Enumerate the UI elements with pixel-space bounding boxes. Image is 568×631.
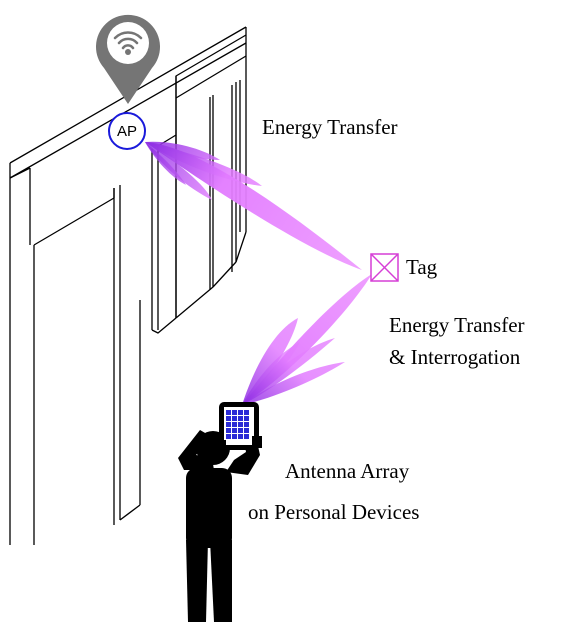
antenna-array-label-line1: Antenna Array <box>285 459 410 483</box>
device-to-tag-beam <box>242 274 372 405</box>
energy-interrogation-label-line2: & Interrogation <box>389 345 521 369</box>
access-point: AP <box>108 112 146 150</box>
personal-device-icon <box>217 402 262 452</box>
ap-to-tag-beam <box>145 141 362 270</box>
person-icon <box>178 428 260 622</box>
ap-label: AP <box>117 123 137 140</box>
antenna-array-label-line2: on Personal Devices <box>248 500 420 524</box>
building-walls <box>9 26 247 545</box>
energy-transfer-label: Energy Transfer <box>262 115 398 139</box>
tag-icon <box>370 253 399 282</box>
wifi-pin-icon <box>96 14 160 105</box>
energy-interrogation-label-line1: Energy Transfer <box>389 313 525 337</box>
tag-label: Tag <box>406 255 438 279</box>
